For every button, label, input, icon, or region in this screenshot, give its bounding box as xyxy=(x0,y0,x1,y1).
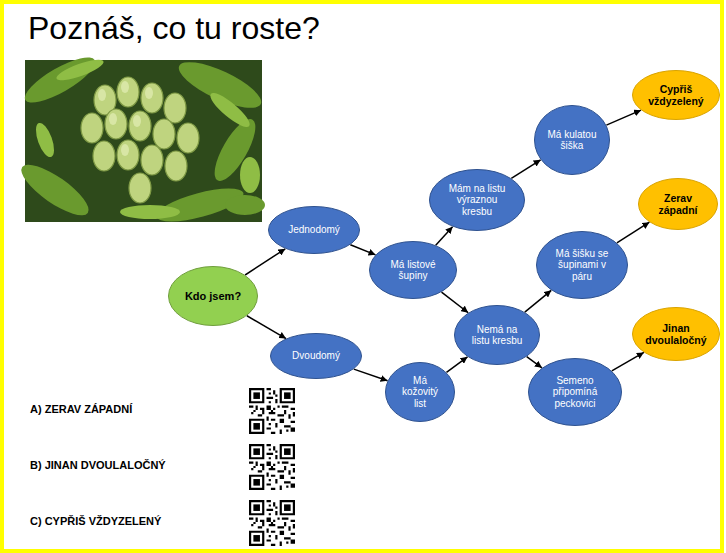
node-text: Má listové šupiny xyxy=(382,259,444,282)
node-text: Kdo jsem? xyxy=(182,290,245,303)
page-title: Poznáš, co tu roste? xyxy=(28,10,320,47)
question-ellipse: Jednodomý xyxy=(268,206,360,254)
answer-option: B) JINAN DVOULALOČNÝ xyxy=(30,459,166,471)
node-text: Jinan dvoulaločný xyxy=(645,322,707,346)
question-ellipse: Semeno připomíná peckovici xyxy=(528,358,622,426)
arrow-connector xyxy=(350,245,375,255)
answer-option: C) CYPŘIŠ VŽDYZELENÝ xyxy=(30,515,161,527)
node-text: Jednodomý xyxy=(282,224,346,236)
result-ellipse: Jinan dvoulaločný xyxy=(632,307,720,361)
qr-code xyxy=(249,388,295,434)
arrow-connector xyxy=(527,357,542,368)
qr-code xyxy=(249,500,295,546)
result-ellipse: Cypřiš vždyzelený xyxy=(632,70,720,120)
node-text: Cypřiš vždyzelený xyxy=(645,83,707,107)
question-ellipse: Dvoudomý xyxy=(270,333,362,379)
node-text: Dvoudomý xyxy=(284,350,348,362)
qr-code xyxy=(249,444,295,490)
arrow-connector xyxy=(442,292,469,313)
arrow-connector xyxy=(606,110,641,125)
node-text: Má kožovitý list xyxy=(396,375,445,410)
start-ellipse: Kdo jsem? xyxy=(168,266,258,326)
arrow-connector xyxy=(511,160,540,179)
question-ellipse: Má listové šupiny xyxy=(369,241,457,299)
node-text: Mám na listu výraznou kresbu xyxy=(444,183,511,218)
arrow-connector xyxy=(612,352,644,370)
node-text: Má šišku se šupinami v páru xyxy=(550,248,614,283)
arrow-connector xyxy=(617,222,650,243)
question-ellipse: Má kožovitý list xyxy=(385,362,455,422)
arrow-connector xyxy=(354,369,388,381)
node-text: Nemá na listu kresbu xyxy=(467,324,527,347)
conifer-photo xyxy=(15,50,267,229)
arrow-connector xyxy=(446,357,467,373)
node-text: Má kulatou šiška xyxy=(546,129,599,152)
node-text: Semeno připomíná peckovici xyxy=(542,375,608,410)
question-ellipse: Má šišku se šupinami v páru xyxy=(536,231,628,299)
arrow-connector xyxy=(247,316,286,339)
node-text: Zerav západní xyxy=(650,192,706,216)
question-ellipse: Mám na listu výraznou kresbu xyxy=(429,169,525,231)
result-ellipse: Zerav západní xyxy=(638,178,718,230)
arrow-connector xyxy=(245,249,285,275)
arrow-connector xyxy=(525,290,551,312)
question-ellipse: Má kulatou šiška xyxy=(534,105,610,175)
question-ellipse: Nemá na listu kresbu xyxy=(454,305,540,365)
answer-option: A) ZERAV ZÁPADNÍ xyxy=(30,403,132,415)
arrow-connector xyxy=(436,227,453,245)
